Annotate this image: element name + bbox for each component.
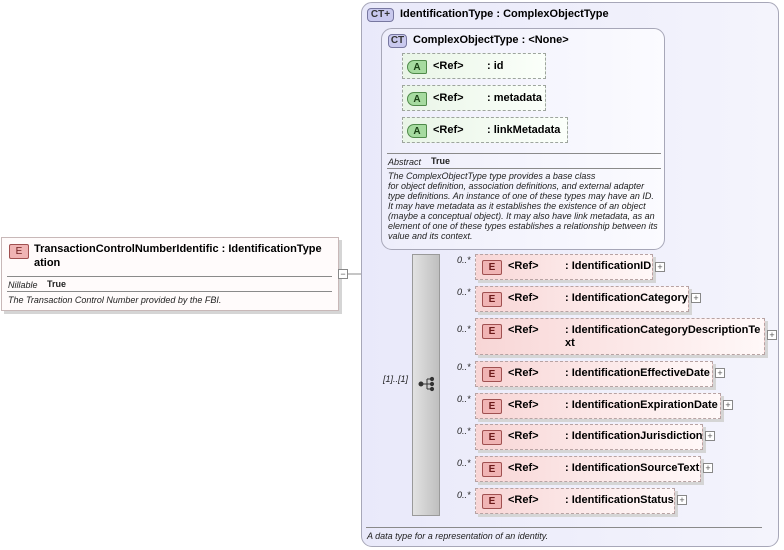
- element-occurrence: 0..*: [457, 287, 471, 297]
- element-icon: E: [9, 244, 29, 259]
- expand-icon[interactable]: +: [715, 368, 725, 378]
- element-name: : IdentificationSourceText: [565, 462, 700, 474]
- root-element-note: The Transaction Control Number provided …: [8, 295, 222, 305]
- nillable-label: Nillable: [8, 280, 38, 290]
- element-ref: <Ref>: [508, 494, 539, 506]
- element-ref: <Ref>: [508, 399, 539, 411]
- note-line: The ComplexObjectType type provides a ba…: [388, 171, 596, 181]
- nillable-value: True: [47, 279, 67, 289]
- element-name: : IdentificationCategory: [565, 292, 688, 304]
- element-name: : IdentificationJurisdiction: [565, 430, 703, 442]
- element-name: : IdentificationExpirationDate: [565, 399, 718, 411]
- abstract-value: True: [431, 156, 451, 166]
- root-element-title: TransactionControlNumberIdentific : Iden…: [34, 243, 322, 255]
- note-line: value and its context.: [388, 231, 473, 241]
- element-identification-jurisdiction[interactable]: E <Ref> : IdentificationJurisdiction: [475, 424, 703, 450]
- base-type-title: ComplexObjectType : <None>: [413, 34, 569, 46]
- divider: [387, 153, 661, 154]
- element-name: : IdentificationID: [565, 260, 652, 272]
- expand-icon[interactable]: +: [767, 330, 777, 340]
- element-occurrence: 0..*: [457, 426, 471, 436]
- element-occurrence: 0..*: [457, 362, 471, 372]
- complex-type-badge: CT+: [367, 8, 394, 22]
- element-occurrence: 0..*: [457, 458, 471, 468]
- expand-icon[interactable]: +: [677, 495, 687, 505]
- element-identification-category[interactable]: E <Ref> : IdentificationCategory: [475, 286, 689, 312]
- element-occurrence: 0..*: [457, 490, 471, 500]
- attribute-name: : id: [487, 60, 504, 72]
- element-ref: <Ref>: [508, 430, 539, 442]
- element-icon: E: [482, 462, 502, 477]
- collapse-icon[interactable]: −: [338, 269, 348, 279]
- attribute-link-metadata[interactable]: A <Ref> : linkMetadata: [402, 117, 568, 143]
- element-icon: E: [482, 494, 502, 509]
- root-element-card[interactable]: E TransactionControlNumberIdentific : Id…: [1, 237, 339, 311]
- divider: [7, 291, 332, 292]
- attribute-ref: <Ref>: [433, 60, 464, 72]
- expand-icon[interactable]: +: [691, 293, 701, 303]
- note-line: type definitions. An instance of one of …: [388, 191, 654, 201]
- expand-icon[interactable]: +: [705, 431, 715, 441]
- divider: [366, 527, 762, 528]
- expand-icon[interactable]: +: [723, 400, 733, 410]
- attribute-metadata[interactable]: A <Ref> : metadata: [402, 85, 546, 111]
- sequence-occurrence: [1]..[1]: [383, 374, 409, 384]
- note-line: (maybe a conceptual object). It may also…: [388, 211, 655, 221]
- element-name: : IdentificationEffectiveDate: [565, 367, 710, 379]
- complex-type-note: A data type for a representation of an i…: [367, 531, 549, 541]
- element-identification-expiration-date[interactable]: E <Ref> : IdentificationExpirationDate: [475, 393, 721, 419]
- attribute-ref: <Ref>: [433, 124, 464, 136]
- element-name: : IdentificationCategoryDescriptionTe: [565, 324, 761, 336]
- element-ref: <Ref>: [508, 324, 539, 336]
- element-icon: E: [482, 399, 502, 414]
- element-icon: E: [482, 260, 502, 275]
- element-ref: <Ref>: [508, 462, 539, 474]
- element-ref: <Ref>: [508, 260, 539, 272]
- attribute-icon: A: [407, 60, 427, 74]
- element-icon: E: [482, 430, 502, 445]
- element-identification-status[interactable]: E <Ref> : IdentificationStatus: [475, 488, 675, 514]
- attribute-name: : metadata: [487, 92, 543, 104]
- attribute-icon: A: [407, 92, 427, 106]
- expand-icon[interactable]: +: [703, 463, 713, 473]
- element-icon: E: [482, 324, 502, 339]
- element-name-cont: xt: [565, 337, 575, 349]
- sequence-bar[interactable]: [412, 254, 440, 516]
- element-ref: <Ref>: [508, 367, 539, 379]
- note-line: It may have metadata as it establishes t…: [388, 201, 646, 211]
- element-ref: <Ref>: [508, 292, 539, 304]
- attribute-ref: <Ref>: [433, 92, 464, 104]
- attribute-icon: A: [407, 124, 427, 138]
- complex-type-title: IdentificationType : ComplexObjectType: [400, 8, 609, 20]
- sequence-icon: [418, 376, 435, 392]
- element-identification-id[interactable]: E <Ref> : IdentificationID: [475, 254, 653, 280]
- note-line: element of one of these types establishe…: [388, 221, 658, 231]
- attribute-id[interactable]: A <Ref> : id: [402, 53, 546, 79]
- element-icon: E: [482, 367, 502, 382]
- divider: [7, 276, 332, 277]
- element-icon: E: [482, 292, 502, 307]
- element-identification-source-text[interactable]: E <Ref> : IdentificationSourceText: [475, 456, 701, 482]
- base-type-note: The ComplexObjectType type provides a ba…: [388, 171, 664, 241]
- note-line: for object definition, association defin…: [388, 181, 645, 191]
- base-type-badge: CT: [388, 34, 407, 48]
- element-identification-category-description-text[interactable]: E <Ref> : IdentificationCategoryDescript…: [475, 318, 765, 355]
- element-identification-effective-date[interactable]: E <Ref> : IdentificationEffectiveDate: [475, 361, 713, 387]
- element-occurrence: 0..*: [457, 394, 471, 404]
- element-occurrence: 0..*: [457, 255, 471, 265]
- element-occurrence: 0..*: [457, 324, 471, 334]
- divider: [387, 168, 661, 169]
- root-element-title-cont: ation: [34, 257, 61, 269]
- element-name: : IdentificationStatus: [565, 494, 674, 506]
- attribute-name: : linkMetadata: [487, 124, 561, 136]
- expand-icon[interactable]: +: [655, 262, 665, 272]
- abstract-label: Abstract: [388, 157, 422, 167]
